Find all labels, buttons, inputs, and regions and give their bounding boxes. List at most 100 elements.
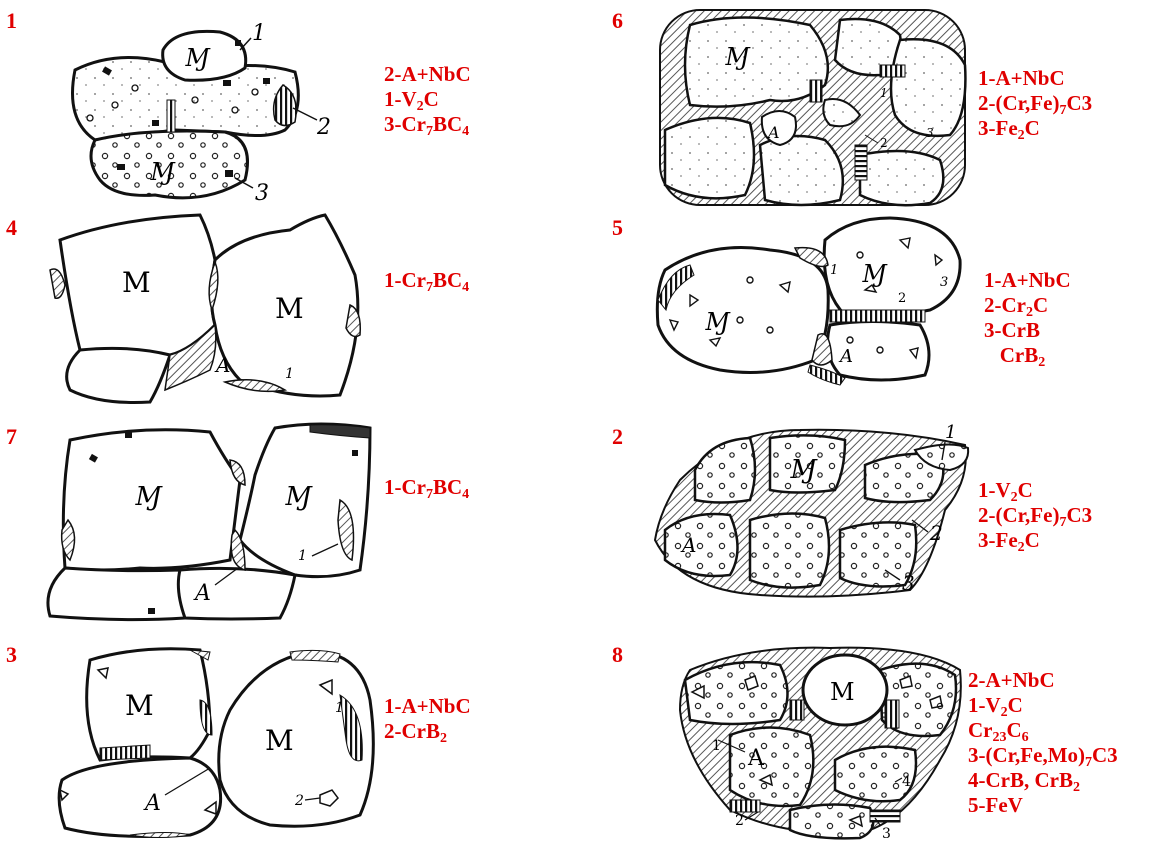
legend-item: 1-V2C bbox=[978, 478, 1092, 503]
label-grain-a: Ɱ bbox=[705, 308, 731, 336]
legend-item: 1-A+NbC bbox=[978, 66, 1092, 91]
legend-text: Cr bbox=[968, 718, 993, 742]
legend-panel-6: 1-A+NbC2-(Cr,Fe)7C33-Fe2C bbox=[978, 66, 1092, 141]
callout-1: 1 bbox=[335, 700, 344, 716]
microstructure-1: Ɱ Ɱ 1 2 3 bbox=[55, 10, 355, 210]
legend-text: 5-FeV bbox=[968, 793, 1023, 817]
legend-subscript: 4 bbox=[462, 124, 469, 139]
legend-text: BC bbox=[433, 112, 462, 136]
legend-item: 5-FeV bbox=[968, 793, 1118, 818]
microstructure-7: Ɱ Ɱ A 1 bbox=[40, 420, 380, 630]
callout-1: 1 bbox=[830, 263, 838, 278]
label-grain-a: Ɱ bbox=[725, 43, 751, 71]
microstructure-8: M A 1 2 3 4 bbox=[670, 640, 970, 840]
label-grain-b: Ɱ bbox=[862, 260, 888, 288]
legend-text: C bbox=[1018, 478, 1033, 502]
panel-number-7: 7 bbox=[6, 426, 17, 448]
legend-panel-5: 1-A+NbC2-Cr2C3-CrB CrB2 bbox=[984, 268, 1071, 368]
legend-item: 3-Fe2C bbox=[978, 116, 1092, 141]
panel-number-2: 2 bbox=[612, 426, 623, 448]
legend-text: C bbox=[1007, 718, 1022, 742]
legend-item: CrB2 bbox=[984, 343, 1071, 368]
legend-text: 3-CrB bbox=[984, 318, 1040, 342]
legend-text: C bbox=[424, 87, 439, 111]
legend-text: 3-Cr bbox=[384, 112, 426, 136]
callout-1: 1 bbox=[945, 422, 956, 443]
legend-item: 3-Cr7BC4 bbox=[384, 112, 471, 137]
legend-item: 3-CrB bbox=[984, 318, 1071, 343]
legend-panel-2: 1-V2C2-(Cr,Fe)7C33-Fe2C bbox=[978, 478, 1092, 553]
callout-2: 2 bbox=[880, 136, 888, 150]
callout-3: 3 bbox=[940, 275, 948, 290]
callout-3: 3 bbox=[926, 126, 934, 140]
legend-text: C bbox=[1008, 693, 1023, 717]
legend-item: 3-(Cr,Fe,Mo)7C3 bbox=[968, 743, 1118, 768]
legend-panel-3: 1-A+NbC2-CrB2 bbox=[384, 694, 471, 744]
legend-item: 2-A+NbC bbox=[968, 668, 1118, 693]
label-austenite: A bbox=[838, 346, 853, 367]
panel-number-1: 1 bbox=[6, 10, 17, 32]
legend-item: 1-V2C bbox=[384, 87, 471, 112]
legend-panel-4: 1-Cr7BC4 bbox=[384, 268, 469, 293]
legend-subscript: 2 bbox=[1018, 540, 1025, 555]
panel-number-5: 5 bbox=[612, 217, 623, 239]
label-grain-a: M bbox=[122, 266, 151, 299]
panel-number-8: 8 bbox=[612, 644, 623, 666]
label-grain-a: M bbox=[830, 678, 855, 706]
legend-text: 1-Cr bbox=[384, 268, 426, 292]
panel-number-6: 6 bbox=[612, 10, 623, 32]
panel-number-3: 3 bbox=[6, 644, 17, 666]
legend-text: BC bbox=[433, 268, 462, 292]
callout-2: 2 bbox=[929, 521, 943, 545]
legend-item: 4-CrB, CrB2 bbox=[968, 768, 1118, 793]
legend-text: C3 bbox=[1092, 743, 1118, 767]
callout-2: 2 bbox=[294, 793, 304, 809]
legend-panel-8: 2-A+NbC1-V2CCr23C63-(Cr,Fe,Mo)7C34-CrB, … bbox=[968, 668, 1118, 818]
legend-text: CrB bbox=[984, 343, 1038, 367]
legend-subscript: 2 bbox=[1038, 355, 1045, 370]
legend-panel-1: 2-A+NbC1-V2C3-Cr7BC4 bbox=[384, 62, 471, 137]
legend-text: 1-V bbox=[968, 693, 1001, 717]
legend-text: 2-Cr bbox=[984, 293, 1026, 317]
legend-subscript: 2 bbox=[1018, 128, 1025, 143]
label-grain-b: M bbox=[275, 292, 304, 325]
legend-text: C bbox=[1025, 116, 1040, 140]
label-austenite: A bbox=[747, 746, 765, 771]
legend-text: 3-(Cr,Fe,Mo) bbox=[968, 743, 1085, 767]
legend-text: 2-A+NbC bbox=[384, 62, 471, 86]
legend-item: 1-Cr7BC4 bbox=[384, 475, 469, 500]
label-austenite: A bbox=[766, 123, 780, 142]
legend-subscript: 2 bbox=[1073, 780, 1080, 795]
label-austenite: A bbox=[193, 581, 211, 606]
legend-text: C3 bbox=[1066, 91, 1092, 115]
legend-text: 2-A+NbC bbox=[968, 668, 1055, 692]
legend-item: 2-(Cr,Fe)7C3 bbox=[978, 91, 1092, 116]
microstructure-2: Ɱ A 1 2 3 bbox=[650, 420, 975, 605]
legend-panel-7: 1-Cr7BC4 bbox=[384, 475, 469, 500]
label-grain-b: Ɱ bbox=[285, 482, 313, 512]
callout-2: 2 bbox=[898, 291, 906, 306]
legend-item: 2-(Cr,Fe)7C3 bbox=[978, 503, 1092, 528]
legend-item: 1-V2C bbox=[968, 693, 1118, 718]
legend-item: 2-Cr2C bbox=[984, 293, 1071, 318]
label-grain-a: Ɱ bbox=[185, 44, 211, 72]
legend-item: 2-A+NbC bbox=[384, 62, 471, 87]
legend-text: 2-CrB bbox=[384, 719, 440, 743]
legend-item: 1-Cr7BC4 bbox=[384, 268, 469, 293]
legend-subscript: 7 bbox=[426, 487, 433, 502]
legend-subscript: 7 bbox=[1085, 755, 1092, 770]
callout-3: 3 bbox=[255, 181, 269, 206]
legend-subscript: 4 bbox=[462, 280, 469, 295]
label-austenite: A bbox=[214, 353, 230, 377]
label-grain-a: Ɱ bbox=[135, 482, 163, 512]
legend-text: 2-(Cr,Fe) bbox=[978, 91, 1059, 115]
legend-text: C bbox=[1033, 293, 1048, 317]
legend-text: 1-A+NbC bbox=[384, 694, 471, 718]
legend-text: 1-A+NbC bbox=[984, 268, 1071, 292]
legend-item: 1-A+NbC bbox=[984, 268, 1071, 293]
label-grain-a: M bbox=[125, 689, 154, 722]
label-grain-b: M bbox=[265, 724, 294, 757]
label-austenite: A bbox=[680, 533, 696, 557]
legend-text: 1-Cr bbox=[384, 475, 426, 499]
legend-text: 1-V bbox=[384, 87, 417, 111]
